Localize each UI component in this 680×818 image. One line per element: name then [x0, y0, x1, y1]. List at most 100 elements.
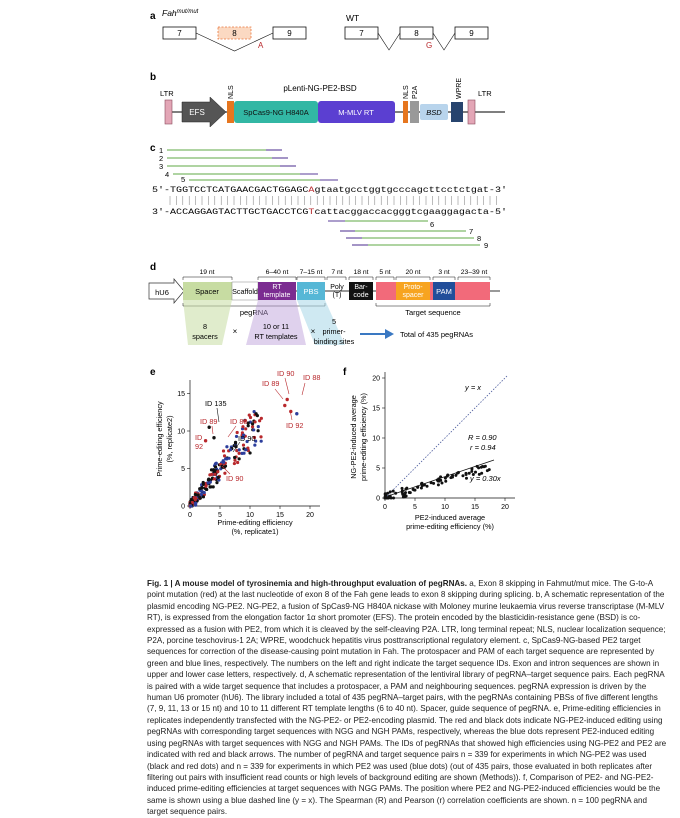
panel-d: d 19 nt 6–40 nt 7–15 nt 7 nt 18 nt 5 nt …	[148, 262, 500, 346]
f-dot	[454, 473, 458, 477]
e-dot-highlight	[212, 436, 216, 440]
proto-label-1: Proto-	[403, 284, 423, 291]
f-dot	[403, 491, 407, 495]
poly-label-1: Poly	[330, 284, 344, 291]
nls2-box	[403, 101, 408, 123]
f-dot	[394, 491, 398, 495]
f-xlabel-2: prime-editing efficiency (%)	[406, 522, 494, 531]
e-dot	[217, 478, 221, 482]
e-dot	[216, 475, 220, 480]
bottom-id-8: 8	[477, 234, 481, 243]
f-dot	[386, 491, 390, 495]
e-arrow-id89b	[274, 388, 284, 400]
bracket-rt	[257, 276, 297, 280]
e-dot	[256, 425, 260, 429]
spacers-count: 8	[203, 322, 207, 331]
pam-label: PAM	[436, 287, 452, 296]
e-dot	[216, 470, 220, 474]
pbs-box	[297, 282, 325, 300]
e-dot	[201, 495, 206, 499]
panel-a: a Fahmut/mut 7 8 9 A WT 7 8 9 G	[150, 8, 489, 52]
f-dot	[432, 481, 436, 485]
bracket-pam	[432, 276, 456, 280]
proto-label-2: spacer	[402, 292, 424, 299]
p2a-label: P2A	[412, 85, 419, 99]
mut-exon-9-label: 9	[287, 29, 292, 38]
panel-b-label: b	[150, 72, 156, 83]
f-dot	[470, 467, 474, 471]
e-arrow-id135	[216, 407, 220, 423]
wt-splice-line-2	[432, 32, 456, 51]
plasmid-title: pLenti-NG-PE2-BSD	[283, 84, 357, 93]
e-dot	[228, 448, 233, 452]
e-dot	[240, 436, 245, 440]
wt-exon-8-label: 8	[414, 29, 419, 38]
x-tick-label: 20	[501, 504, 509, 511]
e-ylabel-2: (%, replicate2)	[165, 415, 174, 462]
pbs-text-1: primer-	[322, 327, 346, 336]
nls1-box	[227, 101, 234, 123]
e-ann-id90a: ID 90	[238, 434, 255, 443]
e-dot	[259, 435, 263, 439]
f-dot	[419, 486, 423, 490]
e-ann-id89b: ID 89	[262, 379, 279, 388]
caption-title: Fig. 1 | A mouse model of tyrosinemia an…	[147, 579, 468, 588]
bracket-barcode	[348, 276, 374, 280]
bracket-target	[457, 276, 491, 280]
e-xlabel-1: Prime-editing efficiency	[217, 518, 293, 527]
e-dot	[233, 458, 237, 462]
e-dot	[213, 465, 218, 469]
x-tick-label: 5	[218, 512, 222, 519]
e-dot	[234, 434, 239, 439]
bsd-box	[420, 104, 448, 120]
bsd-label: BSD	[426, 108, 442, 117]
e-dot	[199, 489, 204, 493]
top-id-4: 4	[165, 170, 169, 179]
bottom-id-9: 9	[484, 241, 488, 250]
f-ylabel-2: prime-editing efficiency (%)	[359, 393, 368, 481]
e-arrow-id90-top	[284, 377, 290, 395]
y-tick-label: 5	[376, 466, 380, 473]
bracket-pbs	[296, 276, 326, 280]
top-id-3: 3	[159, 162, 163, 171]
ltr-right-box	[467, 99, 476, 125]
e-dot	[209, 485, 213, 489]
e-dot	[204, 484, 208, 488]
e-dot	[189, 498, 193, 502]
e-dot-highlight	[285, 397, 289, 402]
e-ann-id88a: ID 88	[230, 417, 247, 426]
e-dot	[237, 457, 241, 461]
e-dot-highlight	[283, 403, 287, 408]
mut-exon-8-label: 8	[232, 29, 237, 38]
f-yx-label: y = x	[464, 383, 481, 392]
e-dot	[241, 443, 246, 447]
top-id-1: 1	[159, 146, 163, 155]
e-ann-id92a: ID	[195, 433, 202, 442]
wt-label: WT	[346, 13, 359, 23]
e-dot	[244, 448, 248, 452]
panel-f: f NG-PE2-induced average prime-editing e…	[343, 367, 515, 531]
e-ann-id89a: ID 89	[200, 417, 217, 426]
f-dot	[475, 464, 479, 468]
rt-label-1: RT	[272, 284, 282, 291]
e-dot	[237, 451, 241, 455]
f-dot	[487, 468, 491, 472]
f-spearman: R = 0.90	[468, 433, 497, 442]
e-dot	[250, 422, 255, 426]
x-tick-label: 5	[413, 504, 417, 511]
f-dot	[436, 479, 440, 483]
panel-d-label: d	[150, 262, 156, 273]
e-dot	[213, 472, 217, 476]
e-ann-id92b: 92	[195, 442, 203, 451]
times-1: ×	[233, 327, 238, 336]
f-dot	[464, 471, 468, 475]
e-dot	[248, 415, 253, 420]
f-pearson: r = 0.94	[470, 443, 496, 452]
ltr-left-box	[164, 99, 173, 125]
caption-body: a, Exon 8 skipping in Fahmut/mut mice. T…	[147, 579, 667, 817]
spcas9-box	[234, 101, 318, 123]
e-dot	[237, 448, 241, 452]
e-dot	[223, 471, 227, 475]
f-dot	[400, 486, 404, 490]
barcode-label-1: Bar-	[354, 284, 368, 291]
